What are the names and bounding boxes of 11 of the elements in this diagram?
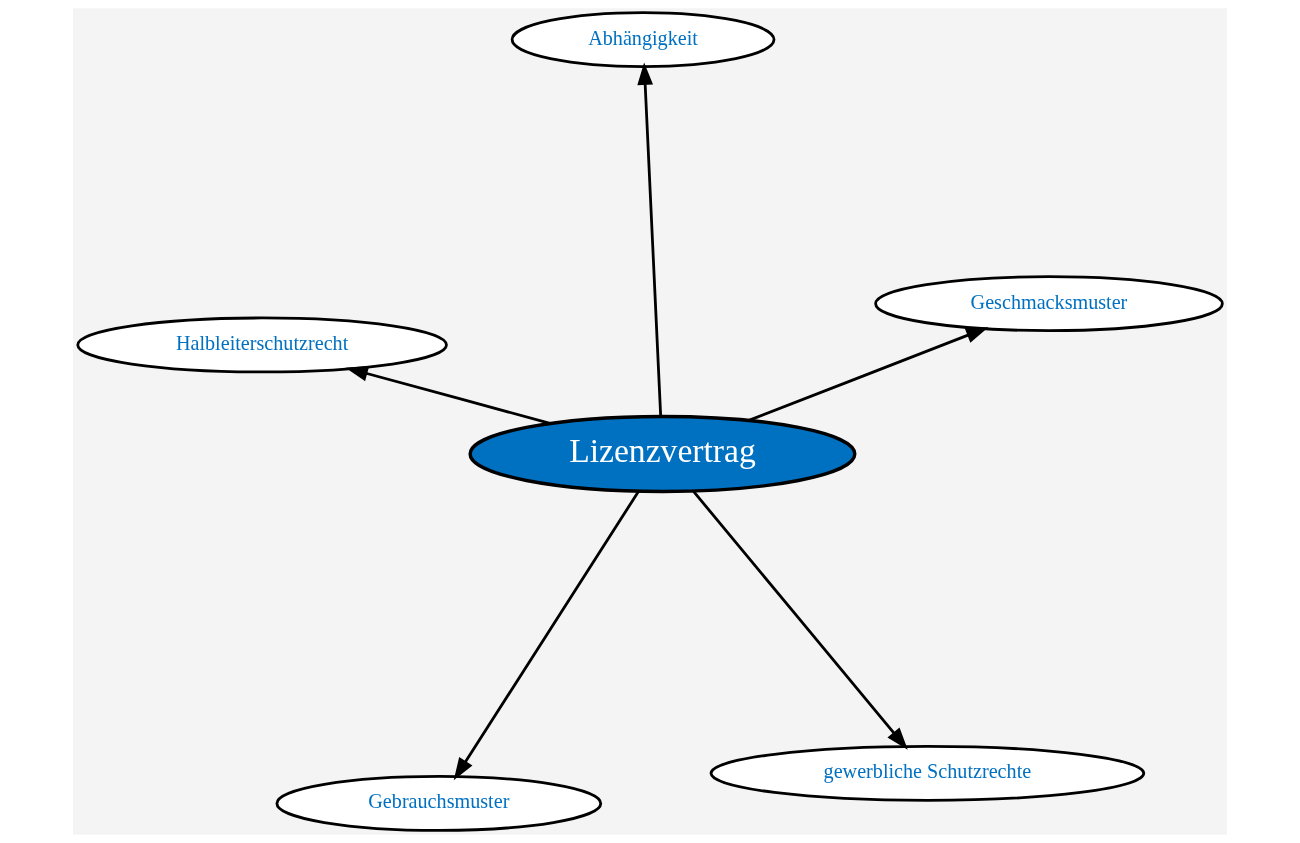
node-ellipse: Halbleiterschutzrecht: [76, 316, 448, 374]
node-ellipse: gewerbliche Schutzrechte: [709, 745, 1146, 802]
arrow: [453, 490, 640, 781]
arrow: [637, 62, 663, 417]
node-ellipse: Lizenzvertrag: [468, 414, 857, 494]
arrow: [747, 327, 989, 422]
node-ellipse: Abhängigkeit: [510, 11, 776, 68]
arrow: [692, 490, 908, 750]
node-ellipse: Geschmacksmuster: [874, 275, 1224, 333]
node-ellipse: Gebrauchsmuster: [275, 775, 603, 832]
arrow: [345, 366, 552, 425]
